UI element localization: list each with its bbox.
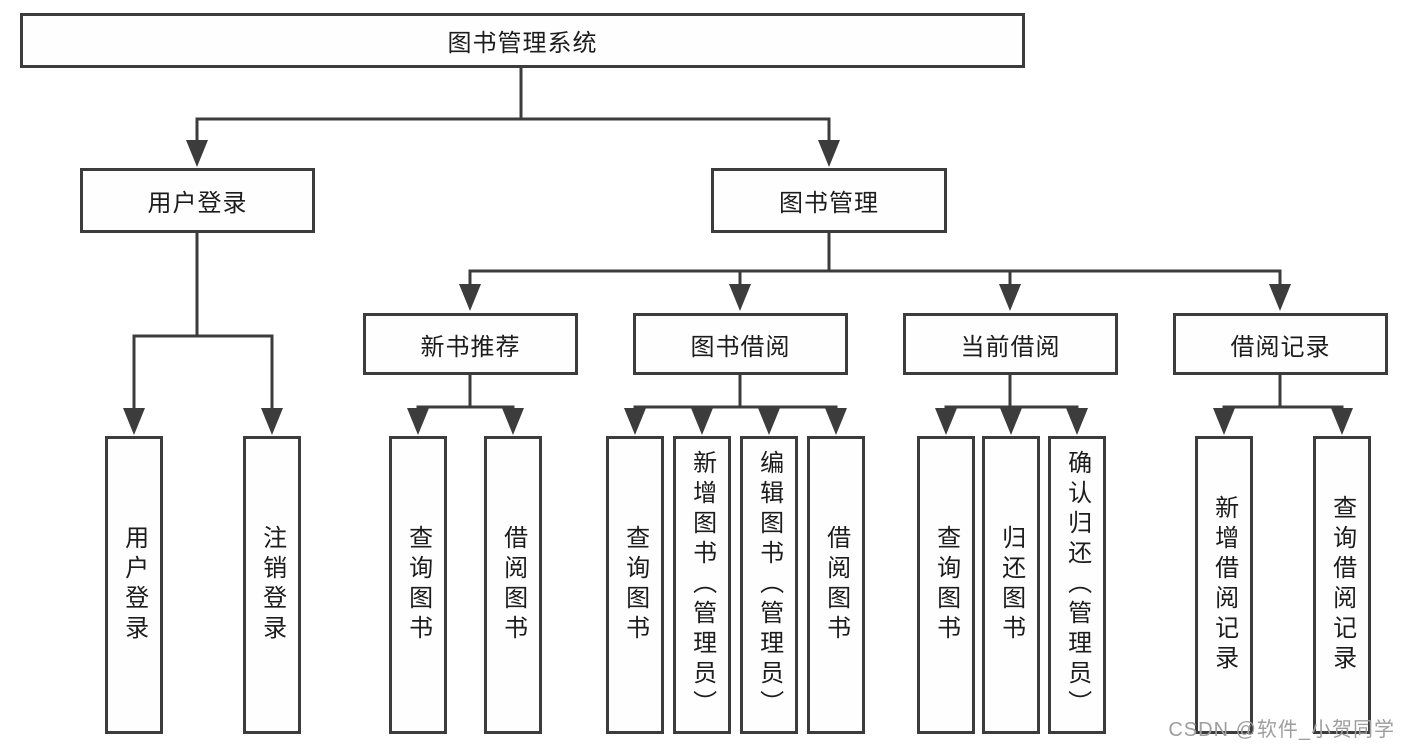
leaf-user-login: 用户登录 xyxy=(105,436,163,734)
arrow-down-icon xyxy=(825,408,847,435)
connector-login-rail xyxy=(132,334,274,410)
arrow-down-icon xyxy=(758,408,780,435)
leaf-query-borrow-record: 查询借阅记录 xyxy=(1313,436,1371,734)
arrow-down-icon xyxy=(818,140,840,167)
node-current-borrow: 当前借阅 xyxy=(903,313,1118,375)
leaf-query-books: 查询图书 xyxy=(389,436,447,734)
arrow-down-icon xyxy=(459,284,481,311)
arrow-down-icon xyxy=(1213,408,1235,435)
arrow-down-icon xyxy=(1269,284,1291,311)
node-user-login: 用户登录 xyxy=(80,168,315,233)
node-new-book-recommend: 新书推荐 xyxy=(363,313,578,375)
leaf-borrow-books: 借阅图书 xyxy=(484,436,542,734)
leaf-return-books: 归还图书 xyxy=(982,436,1040,734)
arrow-down-icon xyxy=(407,408,429,435)
arrow-down-icon xyxy=(1331,408,1353,435)
arrow-down-icon xyxy=(935,408,957,435)
connector-recommend-rail xyxy=(416,405,515,410)
node-borrow-records: 借阅记录 xyxy=(1173,313,1388,375)
arrow-down-icon xyxy=(729,284,751,311)
connector-borrow-rail xyxy=(633,405,838,410)
leaf-edit-books-admin: 编辑图书（管理员） xyxy=(740,436,798,734)
arrow-down-icon xyxy=(624,408,646,435)
leaf-borrow-books: 借阅图书 xyxy=(807,436,865,734)
arrow-down-icon xyxy=(1000,408,1022,435)
leaf-add-borrow-record: 新增借阅记录 xyxy=(1195,436,1253,734)
leaf-query-books: 查询图书 xyxy=(917,436,975,734)
arrow-down-icon xyxy=(1066,408,1088,435)
connector-root-rail xyxy=(195,117,831,142)
arrow-down-icon xyxy=(123,408,145,435)
csdn-watermark: CSDN @软件_小贺同学 xyxy=(1168,719,1395,741)
arrow-down-icon xyxy=(186,140,208,167)
arrow-down-icon xyxy=(261,408,283,435)
leaf-logout: 注销登录 xyxy=(243,436,301,734)
arrow-down-icon xyxy=(502,408,524,435)
node-book-borrow: 图书借阅 xyxy=(633,313,848,375)
arrow-down-icon xyxy=(999,284,1021,311)
connector-l3-rail xyxy=(468,269,1282,286)
node-library-system: 图书管理系统 xyxy=(20,13,1025,68)
arrow-down-icon xyxy=(691,408,713,435)
node-book-management: 图书管理 xyxy=(711,168,947,233)
connector-records-rail xyxy=(1222,405,1344,410)
leaf-confirm-return-admin: 确认归还（管理员） xyxy=(1048,436,1106,734)
leaf-query-books: 查询图书 xyxy=(606,436,664,734)
leaf-add-books-admin: 新增图书（管理员） xyxy=(673,436,731,734)
